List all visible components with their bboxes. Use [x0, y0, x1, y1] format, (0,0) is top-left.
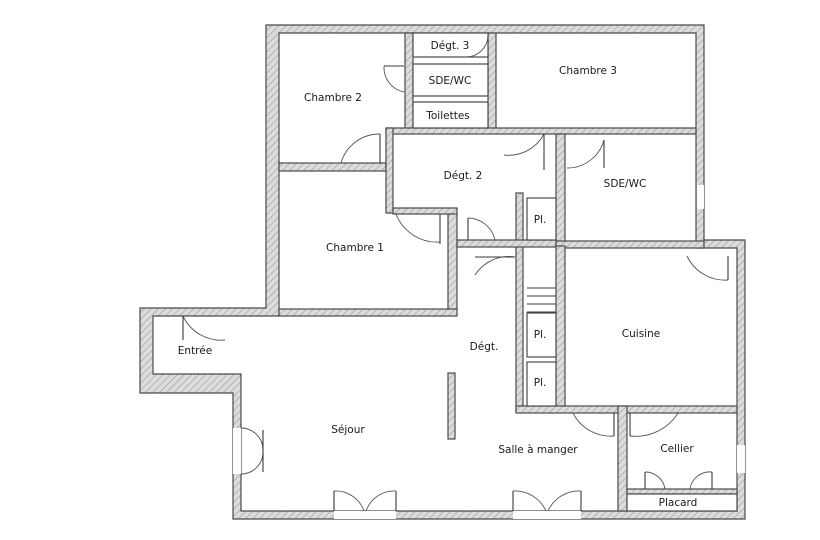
degt3-box [412, 32, 489, 58]
label-sejour: Séjour [331, 424, 365, 436]
label-entree: Entrée [178, 345, 212, 357]
stair-treads [527, 287, 556, 313]
doors [182, 34, 729, 512]
small-rooms [412, 32, 738, 512]
label-salle-manger: Salle à manger [498, 444, 578, 456]
label-chambre2: Chambre 2 [304, 92, 362, 104]
placard-box [626, 493, 738, 512]
label-degt2: Dégt. 2 [444, 170, 483, 182]
label-sdewc-right: SDE/WC [604, 178, 647, 190]
label-sdewc-top: SDE/WC [429, 75, 472, 87]
label-degt: Dégt. [470, 341, 499, 353]
label-chambre3: Chambre 3 [559, 65, 617, 77]
label-toilettes: Toilettes [425, 110, 470, 122]
label-cuisine: Cuisine [622, 328, 660, 340]
sdewc-top-box [412, 63, 489, 97]
label-chambre1: Chambre 1 [326, 242, 384, 254]
toilettes-box [412, 101, 489, 129]
label-cellier: Cellier [660, 443, 694, 455]
label-degt3: Dégt. 3 [431, 40, 470, 52]
interior-space [152, 32, 738, 512]
pl2-box [526, 312, 557, 358]
label-placard: Placard [659, 497, 698, 509]
pl3-box [526, 361, 557, 407]
wall-openings [233, 185, 745, 519]
pl1-box [526, 197, 557, 241]
interior-walls [278, 32, 738, 512]
label-pl2: Pl. [534, 329, 547, 341]
door-arc [340, 133, 381, 164]
label-pl3: Pl. [534, 377, 547, 389]
label-pl1: Pl. [534, 214, 547, 226]
room-labels: Chambre 2 Dégt. 3 SDE/WC Toilettes Chamb… [178, 40, 698, 509]
